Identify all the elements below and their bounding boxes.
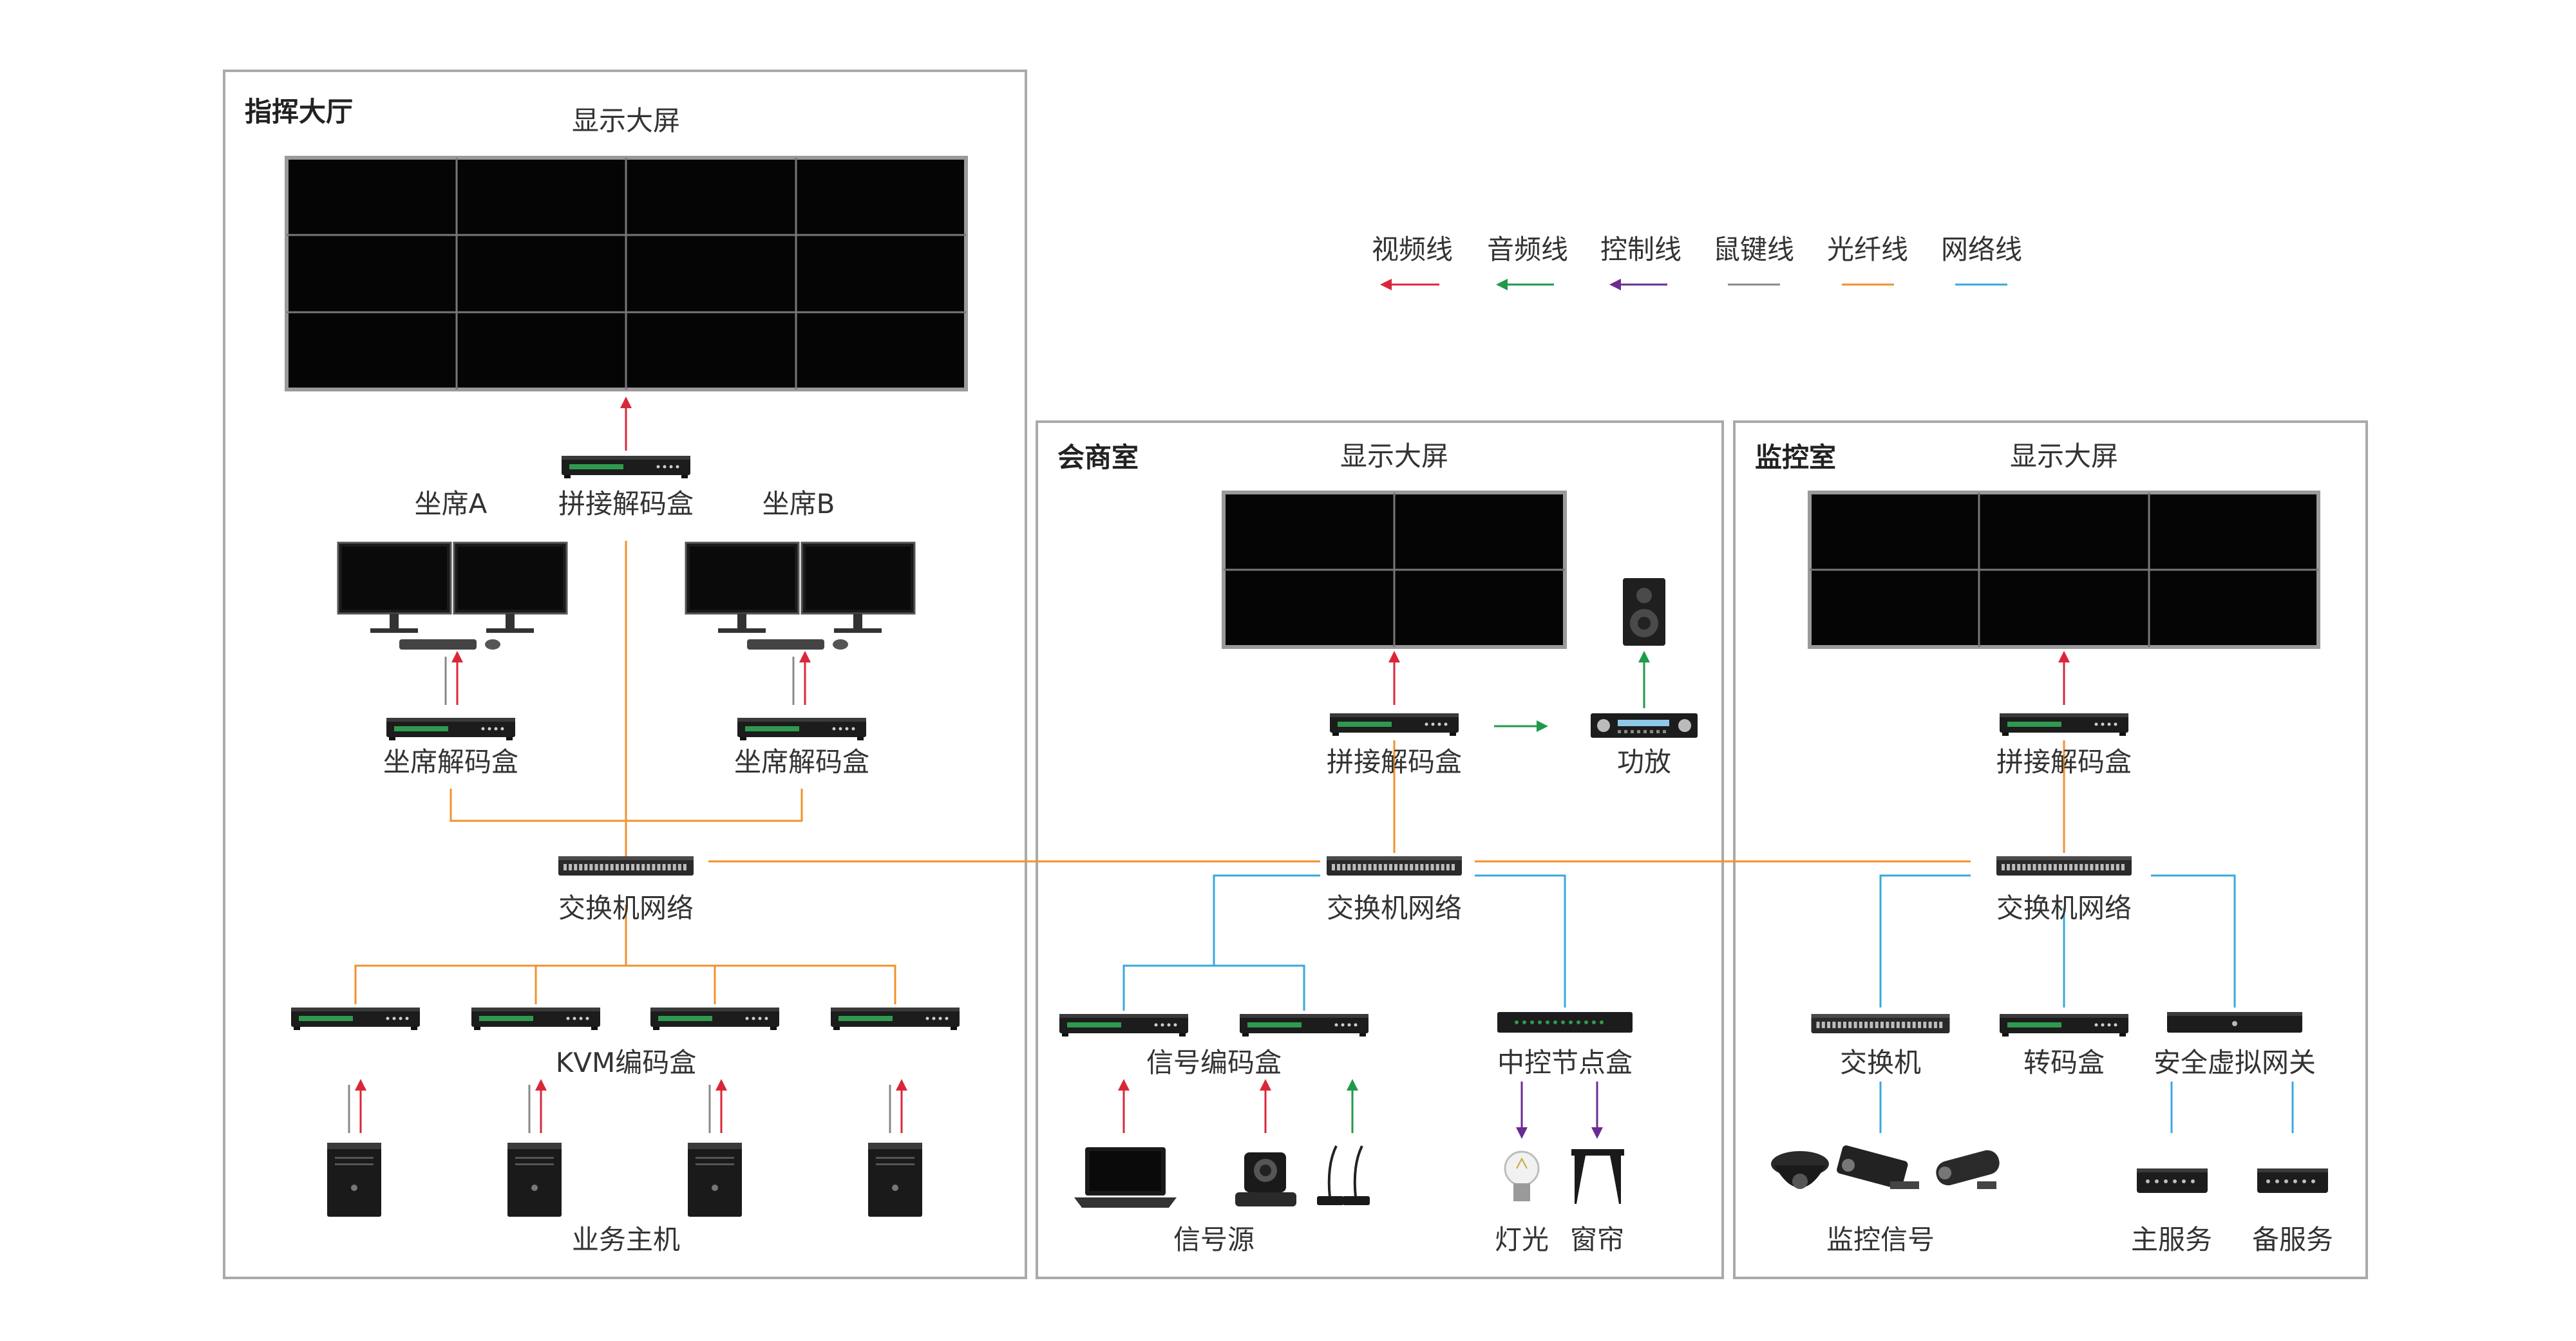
control-arrows [1516,1082,1603,1139]
signal-encoder-2 [1240,1014,1368,1036]
room-title-monitor-room: 监控室 [1755,442,1837,473]
light-bulb-icon [1504,1150,1540,1201]
splice-decoder-label-command: 拼接解码盒 [558,488,694,520]
kvm-encoder-4 [831,1008,960,1030]
legend-label-audio: 音频线 [1486,234,1569,265]
speaker-icon [1623,578,1665,646]
switch-label: 交换机 [1839,1047,1922,1078]
dome-camera-icon [1771,1151,1829,1189]
splice-decoder-label-meeting: 拼接解码盒 [1326,746,1463,778]
legend-label-kvm: 鼠键线 [1712,234,1795,265]
kvm-lines [348,657,891,1133]
security-gateway-box [2167,1012,2302,1033]
screen-label-command-hall: 显示大屏 [571,105,681,136]
ptz-camera-icon [1235,1152,1296,1206]
kvm-encoder-1 [291,1008,420,1030]
video-arrows [355,397,2070,1133]
seat-a-label: 坐席A [414,488,488,520]
switch-network-label-meeting: 交换机网络 [1326,892,1463,924]
business-host-1 [327,1143,381,1217]
legend-label-video: 视频线 [1371,234,1454,265]
switch-network-meeting-room [1327,856,1462,876]
legend-label-fiber: 光纤线 [1826,234,1909,265]
devices [291,456,2328,1217]
security-gateway-label: 安全虚拟网关 [2153,1047,2316,1078]
kvm-encoder-2 [471,1008,600,1030]
seat-decoder-label-b: 坐席解码盒 [734,746,870,778]
splice-decoder-meeting-room [1330,713,1459,736]
screen-label-monitor-room: 显示大屏 [2009,440,2119,472]
switch-device [1811,1014,1950,1033]
room-title-meeting-room: 会商室 [1057,442,1139,473]
network-lines [1122,874,2294,1133]
room-frame-command-hall [223,70,1027,1279]
backup-service-label: 备服务 [2251,1224,2334,1255]
audio-arrows [1347,651,1650,1133]
seat-decoder-b [737,718,866,740]
conference-microphone-icon [1317,1145,1370,1205]
splice-decoder-monitor-room [2000,713,2128,736]
kvm-encoder-label: KVM编码盒 [555,1047,697,1078]
switch-network-monitor-room [1996,856,2132,876]
signal-encoder-1 [1059,1014,1188,1036]
switch-network-label-command: 交换机网络 [558,892,694,924]
kvm-encoder-3 [650,1008,779,1030]
seat-decoder-label-a: 坐席解码盒 [383,746,519,778]
signal-source-label: 信号源 [1173,1224,1255,1255]
central-control-node-box [1497,1012,1633,1033]
signal-encoder-label: 信号编码盒 [1146,1047,1282,1078]
video-wall-monitor-room [1808,491,2320,649]
business-host-2 [507,1143,562,1217]
legend-label-network: 网络线 [1940,234,2023,265]
business-host-3 [688,1143,742,1217]
fiber-lines [354,541,2065,1004]
room-frame-monitor-room [1733,420,2368,1279]
seat-a-monitors [337,541,568,650]
business-host-4 [868,1143,922,1217]
monitor-signal-label: 监控信号 [1826,1224,1935,1255]
video-wall-meeting-room [1222,491,1567,649]
seat-b-monitors [685,541,916,650]
splice-decoder-command-hall [562,456,690,478]
bullet-camera-icon [1837,1145,1919,1190]
switch-network-label-monitor: 交换机网络 [1996,892,2132,924]
curtain-label: 窗帘 [1569,1224,1625,1255]
main-server-icon [2137,1168,2208,1193]
splice-decoder-label-monitor: 拼接解码盒 [1996,746,2132,778]
room-frame-meeting-room [1036,420,1724,1279]
transcoder-label: 转码盒 [2023,1047,2105,1078]
business-host-label: 业务主机 [571,1224,681,1255]
seat-b-label: 坐席B [762,488,835,520]
central-control-node-label: 中控节点盒 [1497,1047,1633,1078]
backup-server-icon [2257,1168,2328,1193]
seat-decoder-a [386,718,515,740]
amplifier-icon [1591,713,1698,738]
screen-label-meeting-room: 显示大屏 [1340,440,1449,472]
bullet-camera-icon-2 [1936,1150,2000,1189]
main-service-label: 主服务 [2130,1224,2213,1255]
light-label: 灯光 [1494,1224,1549,1255]
laptop-icon [1074,1147,1177,1208]
curtain-icon [1571,1149,1624,1204]
transcoder-box [2000,1014,2128,1036]
room-title-command-hall: 指挥大厅 [245,96,354,127]
legend-label-control: 控制线 [1600,234,1682,265]
switch-network-command-hall [558,856,694,876]
amplifier-label: 功放 [1616,746,1672,778]
video-wall-command-hall [285,156,968,391]
